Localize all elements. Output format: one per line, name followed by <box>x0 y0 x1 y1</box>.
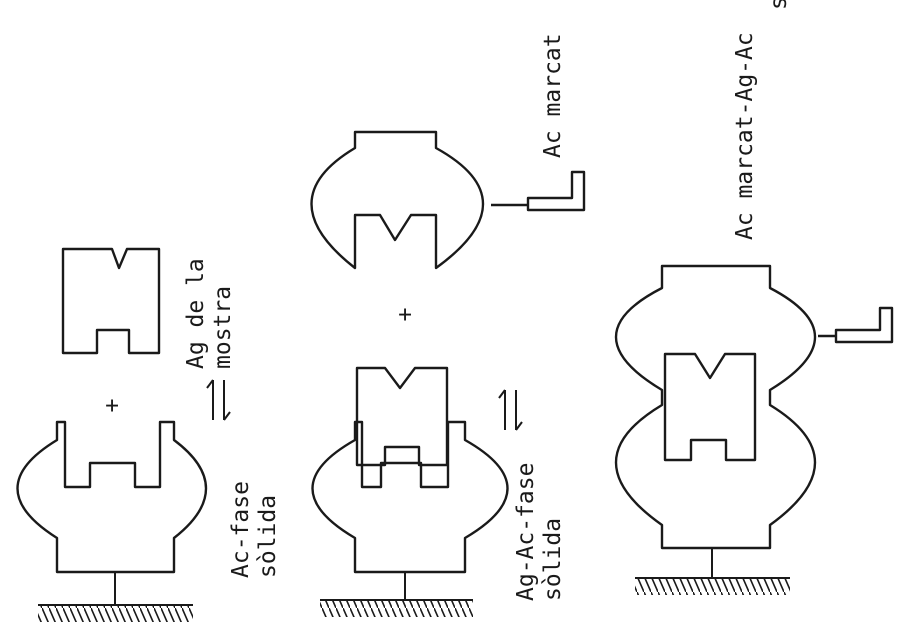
sandwich-label-line2: s <box>766 0 792 10</box>
ac-solid-phase-label-line2: sòlida <box>255 495 281 578</box>
equilibrium-arrows-2 <box>499 390 522 430</box>
equilibrium-arrows-1 <box>207 380 230 420</box>
solid-phase-antibody-1 <box>18 422 207 622</box>
sandwich-label: Ac marcat-Ag-Ac <box>732 32 758 240</box>
sample-antigen <box>63 249 159 353</box>
ag-ac-solid-phase-label-line2: sòlida <box>540 518 566 601</box>
labeled-ac-label: Ac marcat <box>540 33 566 158</box>
plus-sign-2: + <box>398 302 412 328</box>
ag-sample-label-line2: mostra <box>210 286 236 369</box>
sandwich-complex <box>616 266 892 595</box>
ag-sample-label: Ag de la <box>183 258 209 369</box>
ac-solid-phase-label: Ac-fase <box>228 481 254 578</box>
ag-ac-solid-phase-complex <box>313 368 508 617</box>
ag-ac-solid-phase-label: Ag-Ac-fase <box>513 463 539 601</box>
plus-sign-1: + <box>105 393 119 419</box>
